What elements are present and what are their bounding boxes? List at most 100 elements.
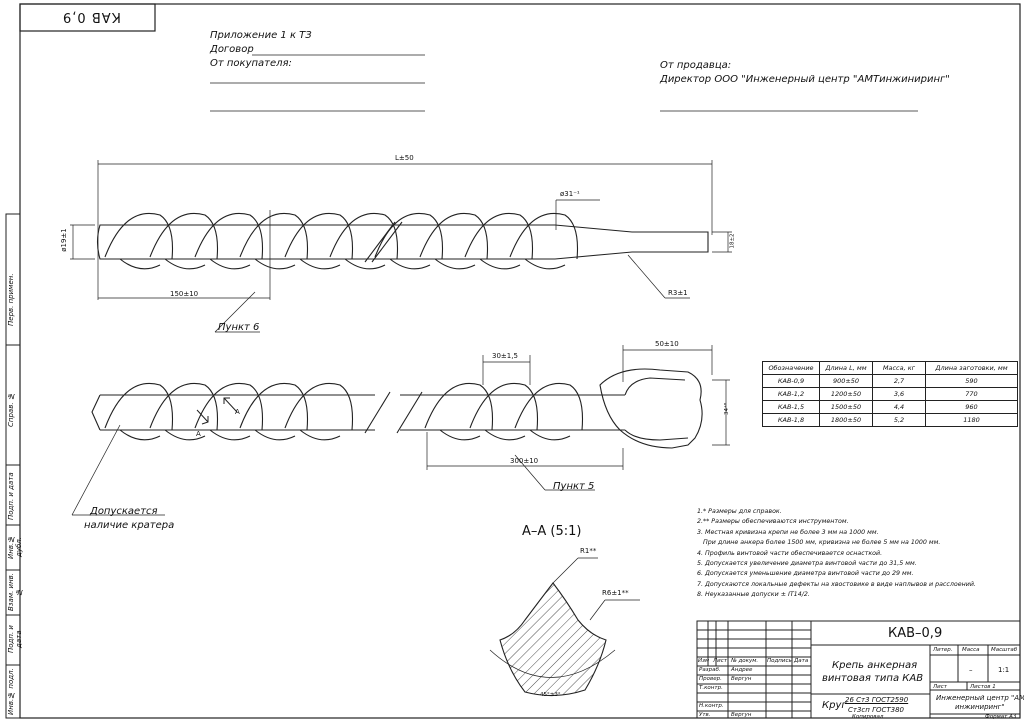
product-name-line2: винтовая типа КАВ: [822, 673, 924, 684]
col-date: Дата: [794, 658, 809, 664]
row-nkontr: Н.контр.: [699, 703, 724, 709]
sheet-label: Лист: [933, 684, 947, 690]
title-block-code: КАВ–0,9: [888, 626, 943, 641]
dim-lead-length: 150±10: [170, 290, 199, 298]
table-cell: 1800±50: [819, 413, 873, 427]
table-cell: КАВ-1,2: [762, 387, 820, 401]
dim-thread-diameter: ø31⁻¹: [560, 190, 580, 198]
title-block-grid: [696, 620, 1021, 719]
product-name-line1: Крепь анкерная: [832, 660, 918, 671]
col-list: Лист: [713, 658, 727, 664]
appendix-label: Приложение 1 к ТЗ: [210, 30, 312, 41]
anchor-top-view: [96, 212, 709, 270]
section-title: А–А (5:1): [522, 524, 582, 539]
side-podp-data-2: Подп. и дата: [7, 625, 23, 654]
dim-end-length: 50±10: [655, 340, 679, 348]
table-cell: КАВ-0,9: [762, 374, 820, 388]
org-line1: Инженерный центр "АМТ: [936, 694, 1024, 702]
org-line2: инжиниринг": [955, 703, 1005, 711]
section-r6: R6±1**: [602, 589, 629, 597]
section-angle: 45°±3°: [540, 692, 561, 698]
contract-label: Договор: [210, 44, 254, 55]
stamp-code: КАВ 0,9: [62, 9, 121, 24]
note-item: 2.** Размеры обеспечиваются инструментом…: [697, 518, 849, 526]
mass-value: –: [969, 666, 973, 674]
row-razrab-name: Андрее: [731, 667, 753, 673]
section-marker: [196, 397, 238, 425]
side-vzam: Взам. инв.№: [7, 572, 23, 612]
side-inv-podl: Инв.№ подл.: [7, 668, 15, 716]
note-item: 1.* Размеры для справок.: [697, 508, 782, 515]
side-perv: Перв. примен.: [7, 273, 15, 327]
sheets-label: Листов 1: [970, 684, 996, 690]
mass-label: Масса: [962, 647, 980, 653]
row-prover: Провер.: [699, 676, 722, 682]
note-item: При длине анкера более 1500 мм, кривизна…: [697, 539, 941, 547]
table-cell: 900±50: [819, 374, 873, 388]
spec-header-length: Длина L, мм: [819, 361, 873, 375]
anchor-bottom-view-left: [91, 382, 391, 441]
material-line1: 26 Ст3 ГОСТ2590: [845, 696, 909, 704]
col-doc: № докум.: [731, 658, 759, 664]
from-seller-label: От продавца:: [660, 60, 732, 71]
table-cell: КАВ-1,5: [762, 400, 820, 414]
note-item: 6. Допускается уменьшение диаметра винто…: [697, 570, 914, 578]
note-item: 4. Профиль винтовой части обеспечивается…: [697, 549, 883, 557]
scale-label: Масштаб: [991, 647, 1018, 653]
dim-pitch: 30±1,5: [492, 352, 518, 360]
side-block-grid: [5, 213, 21, 719]
scale-value: 1:1: [998, 666, 1010, 674]
dim-end-height: 34⁺⁸: [724, 402, 731, 416]
note-item: 8. Неуказанные допуски ± IT14/2.: [697, 591, 810, 599]
anchor-bottom-view-right: [396, 368, 703, 449]
section-mark-upper: А: [235, 408, 240, 416]
table-row: КАВ-1,8 1800±50 5,2 1180: [762, 413, 1018, 427]
dim-total-length: L±50: [395, 154, 414, 162]
row-prover-name: Вергун: [731, 676, 752, 682]
table-cell: 4,4: [872, 400, 926, 414]
spec-header-designation: Обозначение: [762, 361, 820, 375]
section-mark-lower: А: [196, 430, 201, 438]
from-buyer-label: От покупателя:: [210, 58, 292, 69]
table-cell: 5,2: [872, 413, 926, 427]
material-prefix: Круг: [822, 700, 847, 711]
callout-crater-line1: Допускается: [90, 506, 158, 517]
table-row: КАВ-1,2 1200±50 3,6 770: [762, 387, 1018, 401]
spec-table-header: Обозначение Длина L, мм Масса, кг Длина …: [762, 361, 1018, 375]
row-utv-name: Вергун: [731, 712, 752, 718]
section-r1: R1**: [580, 547, 597, 555]
dim-shank-size: 18±2: [729, 233, 736, 249]
top-view-dimensions: [70, 160, 732, 333]
spec-header-blank-length: Длина заготовки, мм: [925, 361, 1018, 375]
col-sign: Подпись: [767, 658, 792, 664]
table-row: КАВ-1,5 1500±50 4,4 960: [762, 400, 1018, 414]
table-cell: 1200±50: [819, 387, 873, 401]
row-tkontr: Т.контр.: [699, 685, 723, 691]
dim-radius: R3±1: [668, 289, 688, 297]
table-row: КАВ-0,9 900±50 2,7 590: [762, 374, 1018, 388]
dim-mid-length: 300±10: [510, 457, 539, 465]
side-inv-dubl: Инв.№ дубл.: [7, 534, 23, 560]
lit-label: Литер.: [933, 647, 953, 653]
format-label: Формат А3: [985, 714, 1017, 720]
table-cell: 770: [925, 387, 1018, 401]
table-cell: 1500±50: [819, 400, 873, 414]
signature-lines: [210, 54, 918, 112]
director-label: Директор ООО "Инженерный центр "АМТинжин…: [660, 74, 950, 85]
table-cell: 960: [925, 400, 1018, 414]
table-cell: 3,6: [872, 387, 926, 401]
side-podp-data-1: Подп. и дата: [7, 472, 15, 520]
callout-point5: Пункт 5: [553, 481, 595, 492]
note-item: 7. Допускаются локальные дефекты на хвос…: [697, 580, 976, 588]
dim-core-diameter: ø19±1: [59, 228, 68, 252]
note-item: 3. Местная кривизна крепи не более 3 мм …: [697, 528, 879, 536]
callout-point6: Пункт 6: [218, 322, 260, 333]
technical-notes: 1.* Размеры для справок. 2.** Размеры об…: [697, 507, 976, 601]
row-utv: Утв.: [699, 712, 711, 718]
row-razrab: Разраб.: [699, 667, 721, 673]
col-izm: Изм: [698, 658, 710, 664]
spec-header-mass: Масса, кг: [872, 361, 926, 375]
material-line2: Ст3сп ГОСТ380: [848, 706, 905, 714]
table-cell: 2,7: [872, 374, 926, 388]
